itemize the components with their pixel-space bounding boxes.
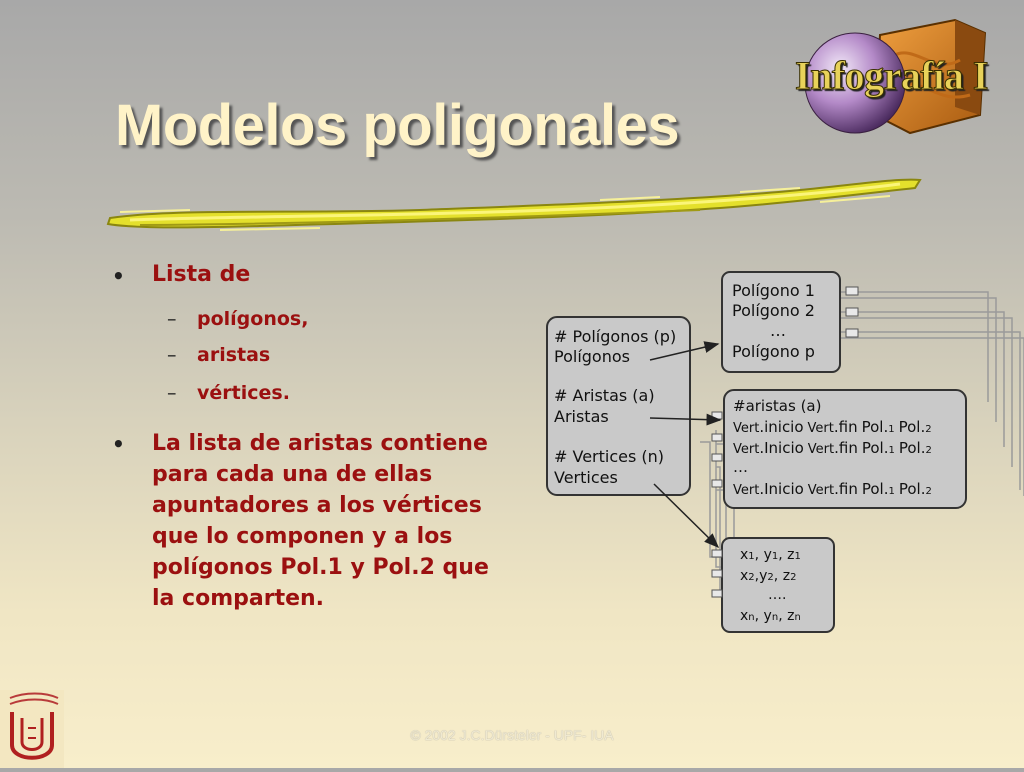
vertex-row: x2,y2, z2 (740, 568, 796, 584)
sub-item-vertices: – vértices. (167, 382, 290, 404)
footer-copyright: © 2002 J.C.Dürsteler - UPF- IUA (410, 727, 614, 743)
logo-text: Infografía I (795, 53, 989, 99)
pointer-arrows (649, 341, 722, 549)
polygon-line: Polígono 2 (732, 301, 815, 320)
bullet-dot-icon: • (112, 264, 125, 288)
dash-icon: – (167, 344, 177, 366)
polygon-line: … (770, 321, 786, 340)
sub-item-polygons: – polígonos, (167, 308, 309, 330)
main-box-line: Polígonos (554, 347, 630, 366)
vertex-row-ellipsis: …. (768, 587, 786, 603)
main-structure-box (546, 316, 691, 496)
vertices-box (721, 537, 835, 633)
bullet-first: Lista de (152, 262, 251, 287)
yellow-brush-stroke (106, 178, 922, 231)
dash-icon: – (167, 382, 177, 404)
main-box-line: Aristas (554, 407, 609, 426)
polygon-line: Polígono 1 (732, 281, 815, 300)
vertex-row: x1, y1, z1 (740, 547, 801, 563)
bullet-dot-icon: • (112, 432, 125, 456)
vertex-row: xn, yn, zn (740, 608, 801, 624)
polygons-box (721, 271, 841, 373)
data-structure-diagram: # Polígonos (p) Polígonos # Aristas (a) … (546, 271, 1024, 633)
edge-row-ellipsis: … (733, 458, 748, 476)
slide-title: Modelos poligonales (115, 93, 680, 158)
main-box-line: # Aristas (a) (554, 386, 655, 405)
edges-header: #aristas (a) (733, 397, 821, 415)
sub-item-edges: – aristas (167, 344, 271, 366)
main-box-line: Vertices (554, 468, 618, 487)
dash-icon: – (167, 308, 177, 330)
bullet-second: La lista de aristas contiene para cada u… (152, 431, 489, 611)
main-box-line: # Polígonos (p) (554, 327, 676, 346)
polygon-line: Polígono p (732, 342, 815, 361)
edges-box (723, 389, 967, 509)
infografia-logo-icon (804, 18, 987, 135)
upf-logo-icon (0, 690, 64, 768)
main-box-line: # Vertices (n) (554, 447, 664, 466)
